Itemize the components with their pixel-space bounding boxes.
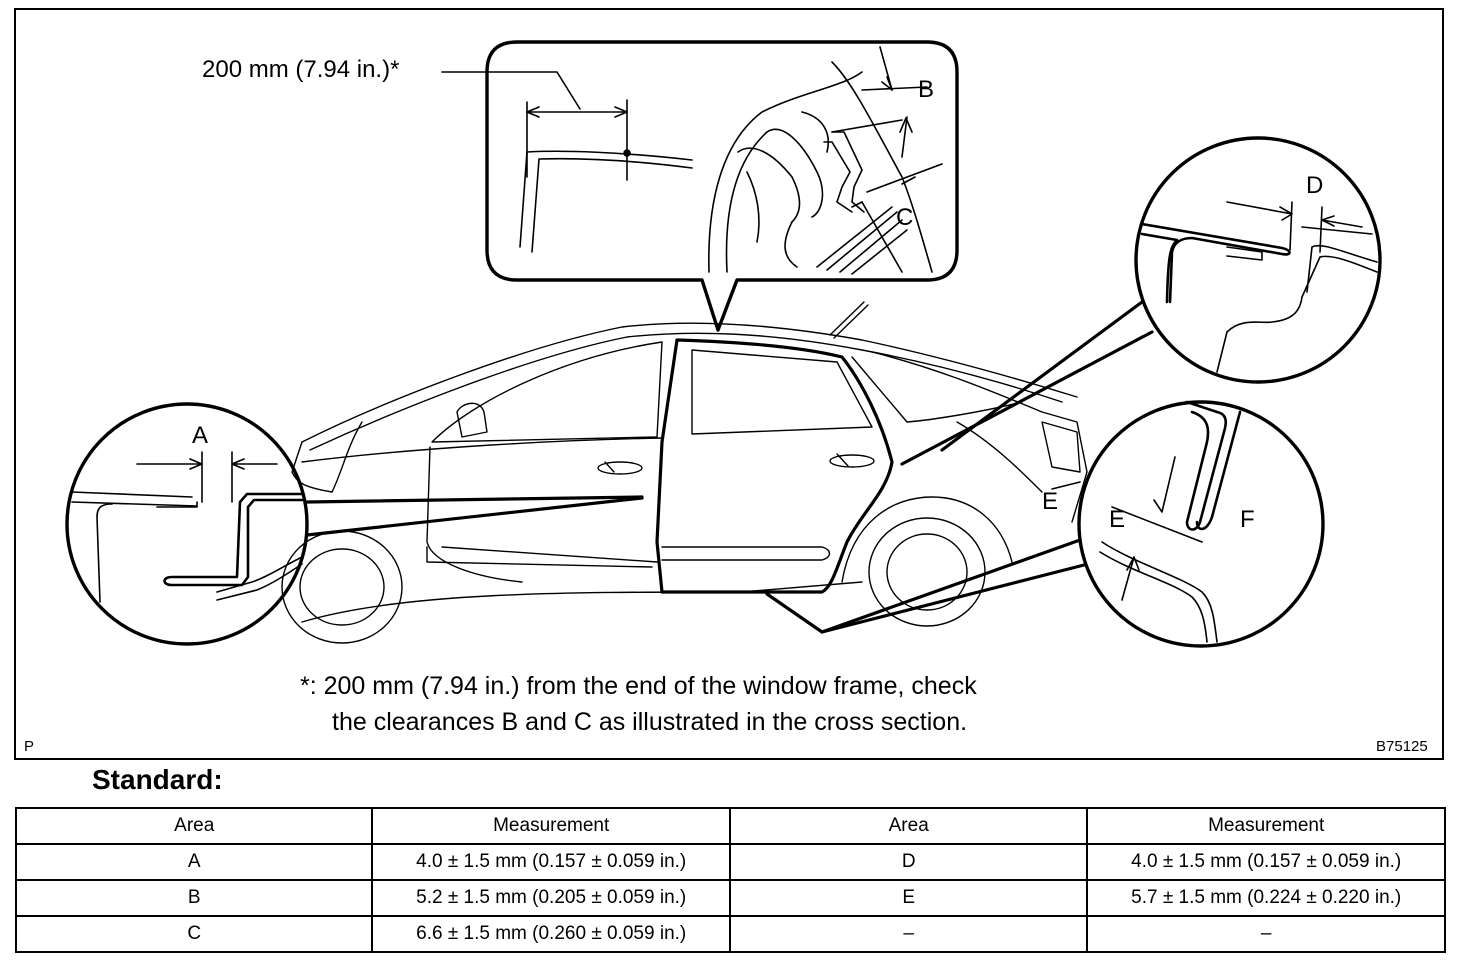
standard-heading: Standard: [92, 764, 223, 795]
label-c: C [896, 204, 914, 231]
table-cell: 5.7 ± 1.5 mm (0.224 ± 0.220 in.) [1086, 879, 1446, 917]
note-line-2: the clearances B and C as illustrated in… [332, 708, 968, 736]
header-measurement: Measurement [371, 807, 731, 845]
table-cell: 5.2 ± 1.5 mm (0.205 ± 0.059 in.) [371, 879, 731, 917]
table-cell: A [14, 843, 374, 881]
table-row: B 5.2 ± 1.5 mm (0.205 ± 0.059 in.) E 5.7… [14, 879, 1446, 917]
label-d: D [1306, 172, 1324, 199]
callout-top [441, 40, 959, 332]
header-area: Area [14, 807, 374, 845]
table-cell: 6.6 ± 1.5 mm (0.260 ± 0.059 in.) [371, 915, 731, 953]
standard-table: Area Measurement Area Measurement A 4.0 … [14, 807, 1446, 953]
table-cell: 4.0 ± 1.5 mm (0.157 ± 0.059 in.) [371, 843, 731, 881]
table-cell: B [14, 879, 374, 917]
callout-left [65, 402, 644, 646]
table-cell: D [728, 843, 1089, 881]
label-e-detail: E [1109, 506, 1126, 533]
dimension-label: 200 mm (7.94 in.)* [202, 56, 400, 83]
callout-right-top [900, 136, 1382, 466]
label-f: F [1240, 506, 1255, 533]
corner-left-label: P [24, 738, 35, 755]
callout-right-bottom [765, 400, 1325, 648]
label-e-car: E [1042, 488, 1059, 515]
table-cell: – [1086, 915, 1446, 953]
figure-frame: 200 mm (7.94 in.)* B C D A E E F *: 200 … [14, 8, 1444, 760]
table-cell: C [14, 915, 374, 953]
car-door-illustration [65, 40, 1382, 648]
rear-door-outline [655, 338, 894, 594]
note-line-1: *: 200 mm (7.94 in.) from the end of the… [300, 672, 977, 700]
table-cell: 4.0 ± 1.5 mm (0.157 ± 0.059 in.) [1086, 843, 1446, 881]
table-row: A 4.0 ± 1.5 mm (0.157 ± 0.059 in.) D 4.0… [14, 843, 1446, 881]
figure-id: B75125 [1376, 738, 1428, 755]
table-cell: E [728, 879, 1089, 917]
label-a: A [192, 422, 209, 449]
table-row: C 6.6 ± 1.5 mm (0.260 ± 0.059 in.) – – [14, 915, 1446, 953]
header-area: Area [728, 807, 1089, 845]
header-measurement: Measurement [1086, 807, 1446, 845]
table-header-row: Area Measurement Area Measurement [14, 807, 1446, 845]
table-cell: – [728, 915, 1089, 953]
label-b: B [918, 76, 935, 103]
